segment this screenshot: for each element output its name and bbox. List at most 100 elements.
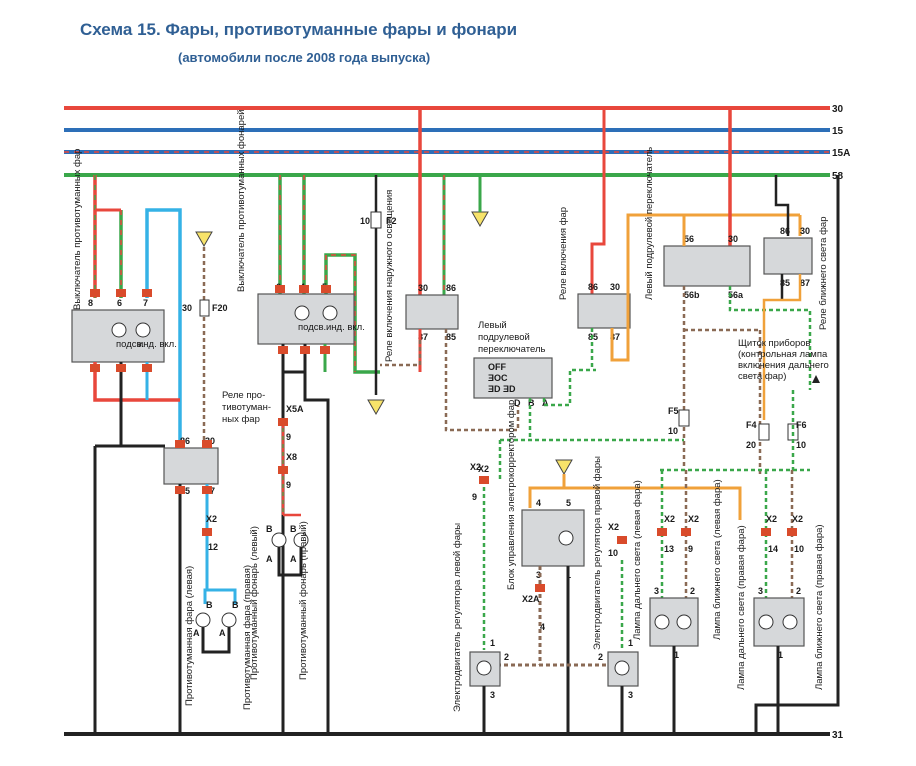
svg-text:B: B (266, 524, 273, 534)
svg-text:8: 8 (88, 298, 93, 308)
motor-left: X29 123 (469, 462, 509, 734)
svg-text:подсв.: подсв. (298, 322, 326, 333)
svg-text:B: B (290, 524, 297, 534)
svg-text:B: B (206, 600, 213, 610)
svg-text:86: 86 (446, 283, 456, 293)
svg-text:9: 9 (688, 544, 693, 554)
svg-text:ƎD ƎD: ƎD ƎD (488, 384, 516, 394)
svg-text:87: 87 (800, 278, 810, 288)
svg-text:10: 10 (794, 544, 804, 554)
motor-right-label: Электродвигатель регулятора правой фары (592, 456, 603, 650)
svg-text:X2: X2 (470, 462, 481, 472)
svg-text:30: 30 (728, 234, 738, 244)
svg-text:4: 4 (536, 498, 541, 508)
svg-text:9: 9 (286, 480, 291, 490)
svg-text:30: 30 (418, 283, 428, 293)
svg-text:1: 1 (778, 650, 783, 660)
svg-text:10: 10 (360, 216, 370, 226)
svg-text:подрулевой: подрулевой (478, 332, 530, 343)
rear-fog-right-label: Противотуманный фонарь (правый) (298, 521, 309, 680)
svg-text:1: 1 (628, 638, 633, 648)
low-right-label: Лампа ближнего света (правая фара) (814, 524, 825, 690)
fuse-f20-amp: 30 (182, 303, 192, 313)
headlight-relay-label: Реле включения фар (558, 207, 569, 300)
svg-text:X2: X2 (766, 514, 777, 524)
svg-text:13: 13 (664, 544, 674, 554)
svg-text:A: A (266, 554, 273, 564)
svg-text:30: 30 (610, 282, 620, 292)
svg-text:87: 87 (610, 332, 620, 342)
svg-text:A: A (219, 628, 226, 638)
fog-relay-label-1: Реле про- (222, 390, 265, 401)
bus-label-30: 30 (832, 104, 844, 115)
svg-text:X2: X2 (688, 514, 699, 524)
svg-text:7: 7 (143, 298, 148, 308)
svg-text:3: 3 (758, 586, 763, 596)
diagram-subtitle: (автомобили после 2008 года выпуска) (178, 50, 431, 65)
svg-text:5: 5 (566, 498, 571, 508)
svg-text:B: B (528, 398, 535, 408)
svg-text:20: 20 (746, 440, 756, 450)
rear-fog-left-label: Противотуманный фонарь (левый) (249, 526, 260, 680)
diagram-title: Схема 15. Фары, противотуманные фары и ф… (80, 20, 518, 39)
rear-fog-switch: 645 312 подсв. инд. вкл. BB AA X5A 9 X8 … (257, 175, 380, 734)
svg-text:X2: X2 (664, 514, 675, 524)
svg-text:2: 2 (598, 652, 603, 662)
low-beam-relay-label: Реле ближнего света фар (818, 217, 829, 331)
svg-text:56a: 56a (728, 290, 744, 300)
svg-text:D: D (514, 398, 521, 408)
svg-text:30: 30 (800, 226, 810, 236)
svg-text:2: 2 (690, 586, 695, 596)
svg-text:3: 3 (628, 690, 633, 700)
bus-label-15a: 15A (832, 148, 850, 159)
svg-text:10: 10 (796, 440, 806, 450)
fuse-f6: F6 (796, 420, 807, 430)
fuse-f2: F2 (386, 216, 397, 226)
svg-text:6: 6 (117, 298, 122, 308)
fog-switch-sub1: подсв. (116, 339, 144, 350)
bus-label-31: 31 (832, 730, 844, 741)
svg-text:A: A (290, 554, 297, 564)
svg-text:86: 86 (780, 226, 790, 236)
left-sub-switch2-label: Левый подрулевой переключатель (644, 147, 655, 300)
svg-text:14: 14 (768, 544, 778, 554)
svg-text:X2: X2 (608, 522, 619, 532)
right-headlight: X2 X2 14 10 3 2 1 (753, 470, 805, 734)
svg-text:ƎOC: ƎOC (488, 373, 508, 383)
connector-x2: X2 (478, 464, 489, 474)
fuse-f5: F5 (668, 406, 679, 416)
svg-text:10: 10 (668, 426, 678, 436)
svg-text:X2: X2 (792, 514, 803, 524)
high-right-label: Лампа дальнего света (правая фара) (736, 525, 747, 690)
connector-x8: X8 (286, 452, 297, 462)
svg-text:включения дальнего: включения дальнего (738, 360, 829, 371)
svg-text:A: A (542, 398, 549, 408)
left-sub-switch-label-1: Левый (478, 320, 507, 331)
svg-text:2: 2 (504, 652, 509, 662)
svg-text:(контрольная лампа: (контрольная лампа (738, 349, 828, 360)
svg-text:ных фар: ных фар (222, 414, 260, 425)
terminal-markers (90, 285, 797, 592)
svg-text:86: 86 (588, 282, 598, 292)
svg-text:X2: X2 (206, 514, 217, 524)
svg-text:2: 2 (796, 586, 801, 596)
left-sub-switch-label: переключатель (478, 344, 545, 355)
svg-text:тивотуман-: тивотуман- (222, 402, 271, 413)
motor-left-label: Электродвигатель регулятора левой фары (452, 523, 463, 712)
fuse-f20: F20 (212, 303, 228, 313)
connector-x2a: X2A (522, 594, 540, 604)
svg-text:1: 1 (490, 638, 495, 648)
svg-text:56: 56 (684, 234, 694, 244)
fog-left-label: Противотуманная фара (левая) (184, 566, 195, 706)
svg-text:A: A (193, 628, 200, 638)
svg-text:85: 85 (180, 486, 190, 496)
svg-text:9: 9 (286, 432, 291, 442)
svg-text:86: 86 (180, 436, 190, 446)
dashboard-label-1: Щиток приборов (738, 338, 811, 349)
